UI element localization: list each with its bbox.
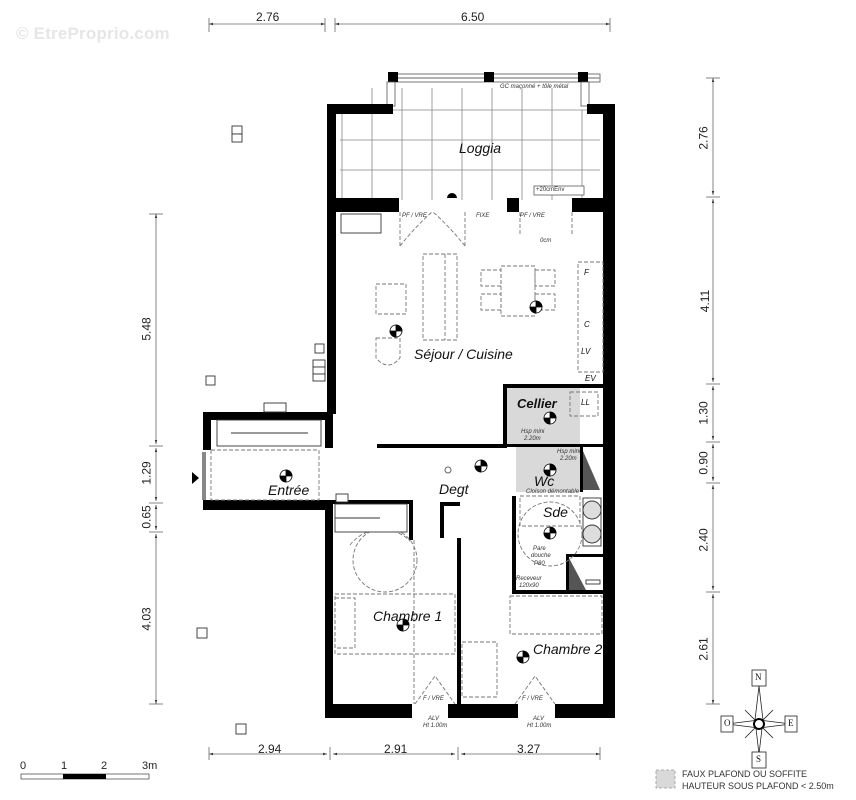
loggia-area [340,72,601,200]
watermark: © EtreProprio.com [16,24,170,43]
annotation-alv-height-chambre-2: Ht 1.00m [527,723,552,729]
dimension-left-4: 4.03 [139,607,154,631]
annotation-alv-chambre-2: ALV [533,716,545,722]
dimension-left-3: 0.65 [139,505,154,529]
compass-west: O [724,718,731,728]
dimension-right-6: 2.61 [696,637,711,661]
kitchen-label-ev: EV [585,374,596,383]
soffit-areas [507,388,600,590]
annotation-fvre-chambre-2: F / VRE [522,696,543,702]
room-label-chambre-1: Chambre 1 [373,608,443,624]
room-label-cellier: Cellier [517,396,557,411]
annotation-cloison: Cloison démontable [526,489,580,495]
compass-south: S [756,754,762,764]
annotation-hsp-cellier-1: Hsp mini [521,429,545,435]
dimension-top-1: 2.76 [256,10,280,24]
annotation-fixe: FIXE [476,213,490,219]
compass-rose [720,669,798,769]
room-label-entree: Entrée [268,482,310,498]
annotation-pf-vre-left: PF / VRE [402,213,427,219]
entrance-arrow-icon [192,472,199,484]
annotation-pare-douche-1: Pare [533,546,546,552]
room-label-wc: Wc [534,473,555,489]
light-fixtures [279,300,557,664]
annotation-ressaut: +20cmEnv [536,187,565,193]
dimension-left-1: 5.48 [139,317,154,341]
dimension-top-2: 6.50 [461,10,485,24]
dimension-lines [149,18,720,760]
room-label-degt: Degt [439,481,469,497]
furniture-solid [196,125,602,735]
legend-line-1: FAUX PLAFOND OU SOFFITE [682,769,808,779]
dimension-right-2: 4.11 [698,289,713,313]
room-label-loggia: Loggia [459,140,502,156]
kitchen-label-c: C [584,320,590,329]
annotation-fvre-chambre-1: F / VRE [423,696,444,702]
legend-line-2: HAUTEUR SOUS PLAFOND < 2.50m [682,781,834,791]
legend-swatch [655,769,676,789]
annotation-hsp-cellier-2: 2.20m [524,436,541,442]
annotation-hsp-wc-2: 2.20m [560,456,577,462]
annotation-hsp-wc-1: Hsp mini [557,449,581,455]
compass-north: N [755,672,762,682]
annotation-alv-chambre-1: ALV [428,716,440,722]
scale-tick-3m: 3m [142,760,158,772]
walls [203,104,615,718]
dimension-right-3: 1.30 [696,401,711,425]
dimension-bottom-1: 2.94 [258,742,282,756]
dimension-bottom-3: 3.27 [517,742,541,756]
annotation-gc-maconne: GC maçonné + tôle métal [500,84,569,90]
scale-tick-1: 1 [61,760,68,772]
kitchen-label-lv: LV [581,347,591,356]
room-label-sejour-cuisine: Séjour / Cuisine [414,346,513,362]
annotation-pf-vre-right: PF / VRE [520,213,545,219]
annotation-pare-douche-2: douche [531,553,551,559]
dimension-left-2: 1.29 [139,461,154,485]
dimension-right-5: 2.40 [696,528,711,552]
legend-text: FAUX PLAFOND OU SOFFITE HAUTEUR SOUS PLA… [682,768,834,792]
annotation-receveur-1: Receveur [516,576,542,582]
cellier-label-ll: LL [581,398,590,407]
annotation-zero-cm: 0cm [540,238,552,244]
compass-east: E [788,718,794,728]
kitchen-label-f: F [584,268,589,277]
scale-tick-2: 2 [101,760,108,772]
room-label-sde: Sde [543,504,568,520]
dimension-right-1: 2.76 [696,126,711,150]
scale-bar [20,773,150,780]
room-label-chambre-2: Chambre 2 [533,641,603,657]
dimension-right-4: 0.90 [696,451,711,475]
annotation-pare-douche-3: P80 [534,561,545,567]
annotation-alv-height-chambre-1: Ht 1.00m [423,723,448,729]
scale-tick-0: 0 [20,760,27,772]
annotation-receveur-2: 120x90 [519,583,539,589]
dimension-bottom-2: 2.91 [384,742,408,756]
